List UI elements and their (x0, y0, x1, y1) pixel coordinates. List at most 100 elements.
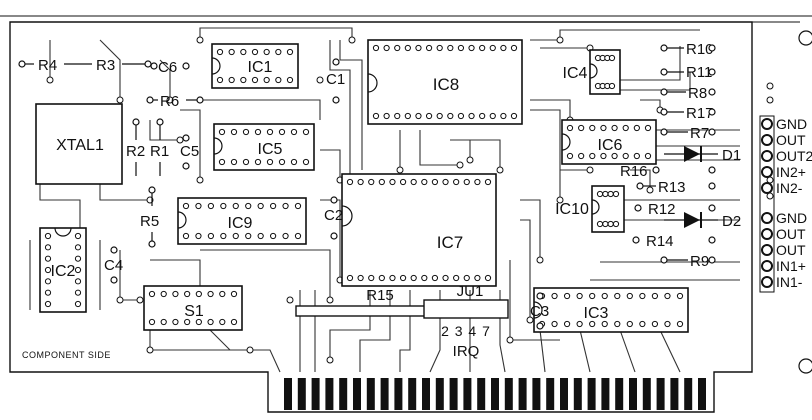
chip-pin (651, 292, 659, 300)
chip-pin (431, 178, 439, 186)
connector-finger (422, 378, 430, 410)
chip-pin (468, 44, 475, 52)
chip-s1: S1 (143, 285, 243, 331)
connector-finger (297, 378, 306, 410)
chip-pin (378, 274, 385, 282)
connector-finger (394, 378, 403, 410)
chip-pin (612, 190, 620, 198)
chip-pin (44, 244, 52, 251)
chip-label-ic5: IC5 (258, 141, 283, 158)
crystal-xtal1: XTAL1 (35, 103, 123, 185)
chip-pin (182, 202, 190, 210)
chip-pin (74, 289, 82, 296)
chip-pin (404, 44, 411, 52)
resistor-label-r2: R2 (126, 143, 145, 160)
chip-pin (245, 202, 252, 210)
capacitor-label-c5: C5 (180, 143, 199, 160)
chip-pin (346, 274, 354, 282)
chip-pin (230, 158, 238, 166)
copper-traces (29, 27, 740, 373)
mounting-hole-top (798, 30, 812, 46)
chip-label-ic1: IC1 (248, 59, 273, 76)
chip-pin (290, 158, 298, 166)
chip-pin (286, 76, 294, 84)
chip-pin (410, 178, 417, 186)
resistor-label-r5: R5 (140, 213, 159, 230)
chip-pin (551, 292, 558, 300)
chip-pin (676, 292, 684, 300)
resistor-leads (18, 44, 716, 264)
chip-pin (399, 178, 407, 186)
chip-pin (245, 232, 252, 240)
chip-pin (357, 178, 364, 186)
chip-pin (639, 292, 646, 300)
chip-pin (602, 190, 609, 198)
chip-pin (576, 292, 583, 300)
chip-pin (254, 158, 262, 166)
chip-pin (447, 112, 454, 120)
chip-pin (410, 274, 417, 282)
connector-finger (325, 378, 334, 410)
chip-pin (251, 76, 259, 84)
chip-pin (626, 292, 633, 300)
chip-pin (263, 76, 270, 84)
chip-pin (457, 112, 465, 120)
chip-pin (578, 124, 585, 132)
chip-pin (453, 274, 460, 282)
chip-ic10: IC10 (555, 185, 625, 233)
chip-pin (74, 300, 82, 308)
chip-pin (74, 244, 82, 251)
chip-pin (207, 318, 214, 326)
connector-finger (408, 378, 417, 410)
chip-pin (389, 178, 396, 186)
diode-label-d2: D2 (722, 213, 741, 230)
chip-pin (601, 292, 608, 300)
chip-pin (275, 76, 282, 84)
chip-pin (270, 202, 277, 210)
connector-pad-7: OUT (761, 226, 806, 242)
chip-pin (442, 274, 449, 282)
connector-label-4: IN2+ (776, 164, 806, 180)
chip-pin (242, 158, 250, 166)
connector-finger (532, 378, 541, 410)
chip-pin (489, 44, 496, 52)
chip-pin (74, 255, 82, 262)
chip-pin (510, 112, 518, 120)
chip-pin (230, 128, 238, 136)
chip-ic2: IC2 (39, 227, 87, 313)
chip-pin (484, 274, 492, 282)
chip-pin (232, 232, 239, 240)
connector-label-7: OUT (776, 226, 806, 242)
chip-ic3: IC3 (533, 287, 689, 333)
chip-pin (290, 128, 298, 136)
chip-pin (622, 152, 629, 160)
chip-ic4: IC4 (563, 49, 621, 95)
chip-pin (220, 202, 227, 210)
chip-pin (463, 178, 470, 186)
jumper-pin-numbers: 2 3 4 7 (441, 323, 491, 339)
chip-label-ic8: IC8 (433, 75, 459, 94)
chip-pin (195, 290, 202, 298)
connector-label-9: IN1+ (776, 258, 806, 274)
chip-pin (346, 178, 354, 186)
connector-finger (546, 378, 555, 410)
chip-pin (436, 44, 443, 52)
chip-pin (74, 266, 82, 274)
chip-pin (216, 48, 224, 56)
connector-finger (311, 378, 320, 410)
connector-finger (491, 378, 499, 410)
chip-pin (622, 124, 629, 132)
chip-pin (576, 320, 583, 328)
chip-pin (74, 232, 82, 240)
chip-pin (372, 112, 380, 120)
chip-pin (399, 274, 407, 282)
connector-label-1: GND (776, 116, 807, 132)
chip-pin (220, 232, 227, 240)
chip-pin (266, 128, 274, 136)
connector-finger (629, 378, 637, 410)
connector-label-8: OUT (776, 242, 806, 258)
connector-finger (518, 378, 527, 410)
resistor-label-r7: R7 (690, 125, 709, 142)
connector-finger (449, 378, 458, 410)
